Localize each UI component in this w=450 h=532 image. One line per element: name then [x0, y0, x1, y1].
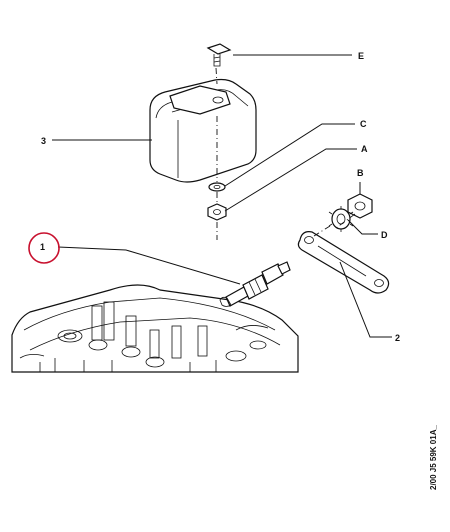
drawing-reference-code: 2/00 J5 59K 01A_: [429, 425, 438, 490]
callout-2: 2: [395, 333, 400, 343]
callout-1: 1: [40, 242, 45, 252]
nut-b: [347, 193, 373, 219]
cylinder-head: [11, 284, 299, 373]
callout-c: C: [360, 119, 367, 129]
highlight-circle: [28, 232, 60, 264]
assembly-axis-lines: [215, 67, 356, 240]
screw-e: [206, 43, 232, 67]
nut-a: [207, 203, 227, 221]
callout-labels: E 3 C A B D 1 2: [40, 51, 400, 343]
callout-3: 3: [41, 136, 46, 146]
glow-plug: [219, 261, 291, 307]
connecting-strap: [297, 231, 390, 294]
callout-a: A: [361, 144, 368, 154]
washer-c: [208, 182, 226, 192]
callout-e: E: [358, 51, 364, 61]
relay-box: [149, 78, 257, 183]
leader-lines: [52, 54, 392, 338]
callout-b: B: [357, 168, 364, 178]
callout-d: D: [381, 230, 388, 240]
star-washer-d: [328, 206, 354, 232]
